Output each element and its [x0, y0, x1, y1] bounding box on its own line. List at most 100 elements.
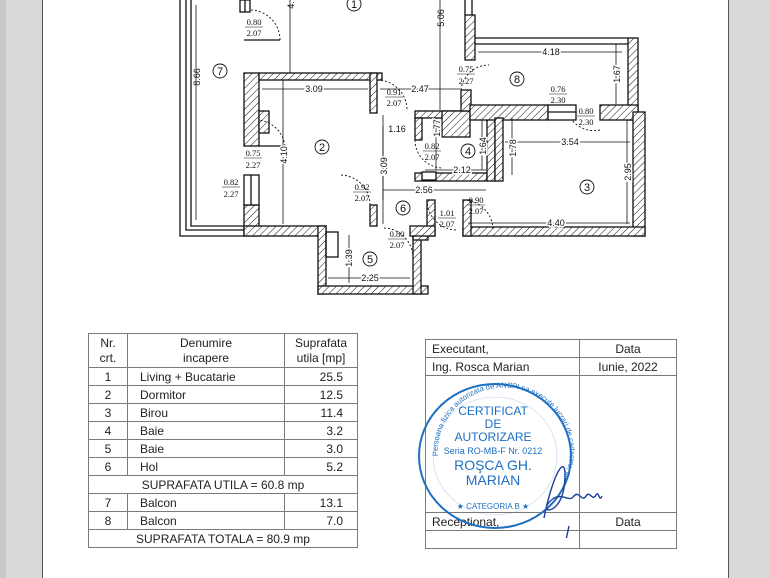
svg-text:7: 7 [217, 66, 223, 78]
opening-label: 0.80 2.30 [577, 106, 595, 127]
dimension-label: 1.77 [432, 119, 442, 137]
svg-text:3: 3 [584, 182, 590, 194]
room-number-7: 7 [212, 63, 228, 79]
svg-text:0.92: 0.92 [355, 182, 370, 192]
header-nr: Nr.crt. [88, 333, 128, 368]
svg-text:0.76: 0.76 [551, 84, 566, 94]
subtotal-row: SUPRAFATA UTILA = 60.8 mp [88, 475, 358, 494]
signature-scribble [543, 466, 603, 519]
svg-text:2.30: 2.30 [579, 117, 594, 127]
svg-text:2.27: 2.27 [459, 76, 474, 86]
viewer-background [0, 0, 6, 578]
executant-date: Iunie, 2022 [579, 357, 677, 376]
svg-text:1.01: 1.01 [440, 208, 455, 218]
total-row: SUPRAFATA TOTALA = 80.9 mp [88, 529, 358, 548]
room-number-5: 5 [362, 251, 378, 267]
stamp-line-serial: Seria RO-MB-F Nr. 0212 [444, 446, 543, 456]
svg-text:2.07: 2.07 [390, 240, 405, 250]
stamp-line-certificat: CERTIFICAT [458, 404, 528, 418]
receptionat-date-label: Data [579, 512, 677, 531]
dimension-label: 3.09 [305, 84, 323, 94]
opening-label: 0.80 2.07 [388, 229, 406, 250]
svg-text:2.07: 2.07 [425, 152, 440, 162]
room-number-8: 8 [509, 71, 525, 87]
dimension-label: 1.16 [388, 124, 406, 134]
dimension-label: 4.40 [547, 218, 565, 228]
stamp-line-name1: ROŞCA GH. [454, 457, 532, 473]
stamp-line-name2: MARIAN [466, 472, 520, 488]
dimension-label: 2.56 [415, 185, 433, 195]
dimension-label: 1.78 [508, 139, 518, 157]
svg-text:2.07: 2.07 [469, 206, 484, 216]
stamp-line-de: DE [485, 417, 502, 431]
svg-text:2.07: 2.07 [440, 219, 455, 229]
stamp-category: ★ CATEGORIA B ★ [457, 502, 529, 511]
dimension-label: 4.18 [542, 47, 560, 57]
svg-text:8: 8 [514, 74, 520, 86]
dimension-label: 2.95 [623, 163, 633, 181]
opening-label: 0.90 2.07 [467, 195, 485, 216]
room-number-3: 3 [579, 179, 595, 195]
dimension-label: 5.06 [436, 9, 446, 27]
dimension-label: 2.25 [361, 273, 379, 283]
room-number-4: 4 [460, 143, 476, 159]
empty-cell [579, 375, 677, 513]
dimension-label: 1.67 [612, 65, 622, 83]
svg-text:0.82: 0.82 [224, 177, 239, 187]
dimension-label: 1.64 [478, 137, 488, 155]
opening-label: 0.92 2.07 [353, 182, 371, 203]
svg-text:0.80: 0.80 [390, 229, 405, 239]
executant-name: Ing. Rosca Marian [425, 357, 580, 376]
opening-label: 0.75 2.27 [244, 148, 262, 170]
svg-text:2.30: 2.30 [551, 95, 566, 105]
dimension-label: 4. [286, 1, 296, 9]
authorization-stamp: Persoana fizica autorizata de ANCPI sa e… [414, 378, 603, 538]
svg-text:4: 4 [465, 146, 471, 158]
svg-text:2.07: 2.07 [355, 193, 370, 203]
room-number-6: 6 [395, 200, 411, 216]
svg-text:5: 5 [367, 254, 373, 266]
stamp-line-autorizare: AUTORIZARE [454, 430, 531, 444]
opening-label: 1.01 2.07 [438, 208, 456, 229]
executant-date-label: Data [579, 339, 677, 358]
svg-text:2.07: 2.07 [247, 28, 262, 38]
receptionat-label: Receptionat, [425, 512, 580, 531]
dimension-label: 3.54 [561, 137, 579, 147]
svg-text:2: 2 [319, 142, 325, 154]
dimension-label: 2.12 [453, 165, 471, 175]
svg-text:2.07: 2.07 [387, 98, 402, 108]
dimension-label: 1.39 [344, 249, 354, 267]
svg-text:0.80: 0.80 [579, 106, 594, 116]
receptionat-date [579, 530, 677, 549]
room-number-2: 2 [314, 139, 330, 155]
dimension-label: 3.09 [379, 157, 389, 175]
dimension-label: 8.66 [192, 68, 202, 86]
svg-text:1: 1 [351, 0, 357, 11]
svg-text:0.91: 0.91 [387, 87, 402, 97]
opening-label: 0.75 2.27 [457, 64, 475, 86]
svg-text:6: 6 [400, 203, 406, 215]
svg-text:0.82: 0.82 [425, 141, 440, 151]
opening-label: 0.80 2.07 [245, 17, 263, 38]
floor-plan: 8.66 4. 5.06 4.18 1.67 3.09 2.47 1.16 1.… [179, 0, 646, 295]
opening-label: 0.76 2.30 [549, 84, 567, 105]
opening-label: 0.91 2.07 [385, 87, 403, 108]
svg-text:2.27: 2.27 [246, 160, 261, 170]
executant-label: Executant, [425, 339, 580, 358]
opening-label: 0.82 2.07 [423, 141, 441, 162]
room-number-1: 1 [346, 0, 362, 12]
svg-text:0.75: 0.75 [459, 64, 474, 74]
svg-text:0.80: 0.80 [247, 17, 262, 27]
